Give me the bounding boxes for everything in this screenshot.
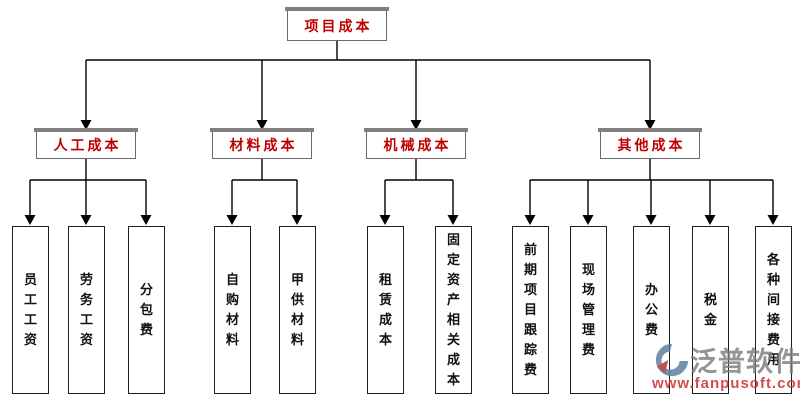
node-other-cost-label: 其他成本 [617,137,686,153]
node-owner-supplied-materials: 甲供材料 [279,226,316,394]
node-machinery-cost: 机械成本 [364,128,468,159]
node-subcontract-fee: 分包费 [128,226,165,394]
leaf-label: 劳务工资 [79,272,93,347]
node-self-purchased-materials: 自购材料 [214,226,251,394]
node-rental-cost: 租赁成本 [367,226,404,394]
leaf-label: 甲供材料 [290,272,304,347]
leaf-label: 各种间接费用 [766,252,780,367]
node-site-management-fee: 现场管理费 [570,226,607,394]
node-project-cost: 项目成本 [285,7,389,41]
leaf-label: 前期项目跟踪费 [523,242,537,377]
node-other-cost: 其他成本 [598,128,702,159]
node-material-cost: 材料成本 [210,128,314,159]
leaf-label: 现场管理费 [581,262,595,357]
leaf-label: 办公费 [644,282,658,337]
node-taxes: 税金 [692,226,729,394]
node-labor-cost: 人工成本 [34,128,138,159]
node-machinery-cost-label: 机械成本 [383,137,452,153]
node-project-cost-label: 项目成本 [304,17,373,34]
node-office-fee: 办公费 [633,226,670,394]
node-labor-cost-label: 人工成本 [53,137,122,153]
arrowhead-icons [24,120,779,225]
leaf-label: 固定资产相关成本 [446,232,460,387]
node-material-cost-label: 材料成本 [229,137,298,153]
leaf-label: 税金 [703,292,717,327]
leaf-label: 自购材料 [225,272,239,347]
leaf-label: 租赁成本 [378,272,392,347]
node-misc-indirect-expenses: 各种间接费用 [755,226,792,394]
leaf-label: 员工工资 [23,272,37,347]
node-early-project-tracking-fee: 前期项目跟踪费 [512,226,549,394]
node-fixed-asset-related-cost: 固定资产相关成本 [435,226,472,394]
leaf-label: 分包费 [139,282,153,337]
node-employee-wages: 员工工资 [12,226,49,394]
node-labor-service-wages: 劳务工资 [68,226,105,394]
